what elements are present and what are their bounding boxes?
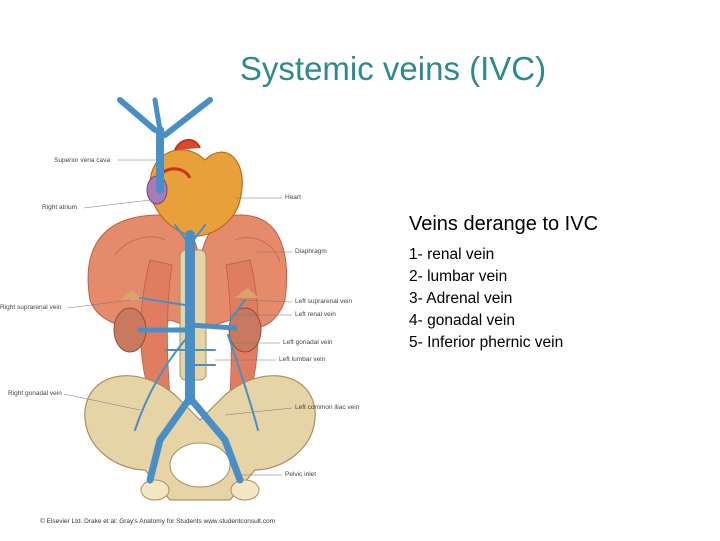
figure-copyright: © Elsevier Ltd. Drake et al: Gray's Anat… (40, 518, 276, 525)
label-left-renal-vein: Left renal vein (295, 311, 336, 318)
veins-illustration (63, 97, 316, 501)
list-item: 2- lumbar vein (409, 268, 508, 285)
label-left-suprarenal-vein: Left suprarenal vein (295, 298, 353, 305)
content-heading: Veins derange to IVC (409, 213, 599, 235)
content-block: Veins derange to IVC 1- renal vein 2- lu… (409, 213, 709, 354)
label-left-gonadal-vein: Left gonadal vein (283, 339, 333, 346)
list-item: 3- Adrenal vein (409, 290, 513, 307)
label-heart: Heart (285, 194, 301, 201)
label-diaphragm: Diaphragm (295, 248, 327, 255)
list-item: 1- renal vein (409, 246, 495, 263)
label-superior-vena-cava: Superior vena cava (54, 157, 111, 164)
list-item: 5- Inferior phernic vein (409, 334, 564, 351)
label-pelvic-inlet: Pelvic inlet (285, 471, 317, 478)
list-item: 4- gonadal vein (409, 312, 515, 329)
label-right-suprarenal-vein: Right suprarenal vein (0, 304, 62, 311)
label-right-atrium: Right atrium (42, 204, 78, 211)
slide-title: Systemic veins (IVC) (239, 50, 547, 87)
label-left-common-iliac-vein: Left common iliac vein (295, 404, 360, 411)
label-right-gonadal-vein: Right gonadal vein (8, 390, 62, 397)
label-left-lumbar-vein: Left lumbar vein (279, 356, 326, 363)
anatomy-figure: Superior vena cava Right atrium Heart Di… (0, 96, 370, 536)
